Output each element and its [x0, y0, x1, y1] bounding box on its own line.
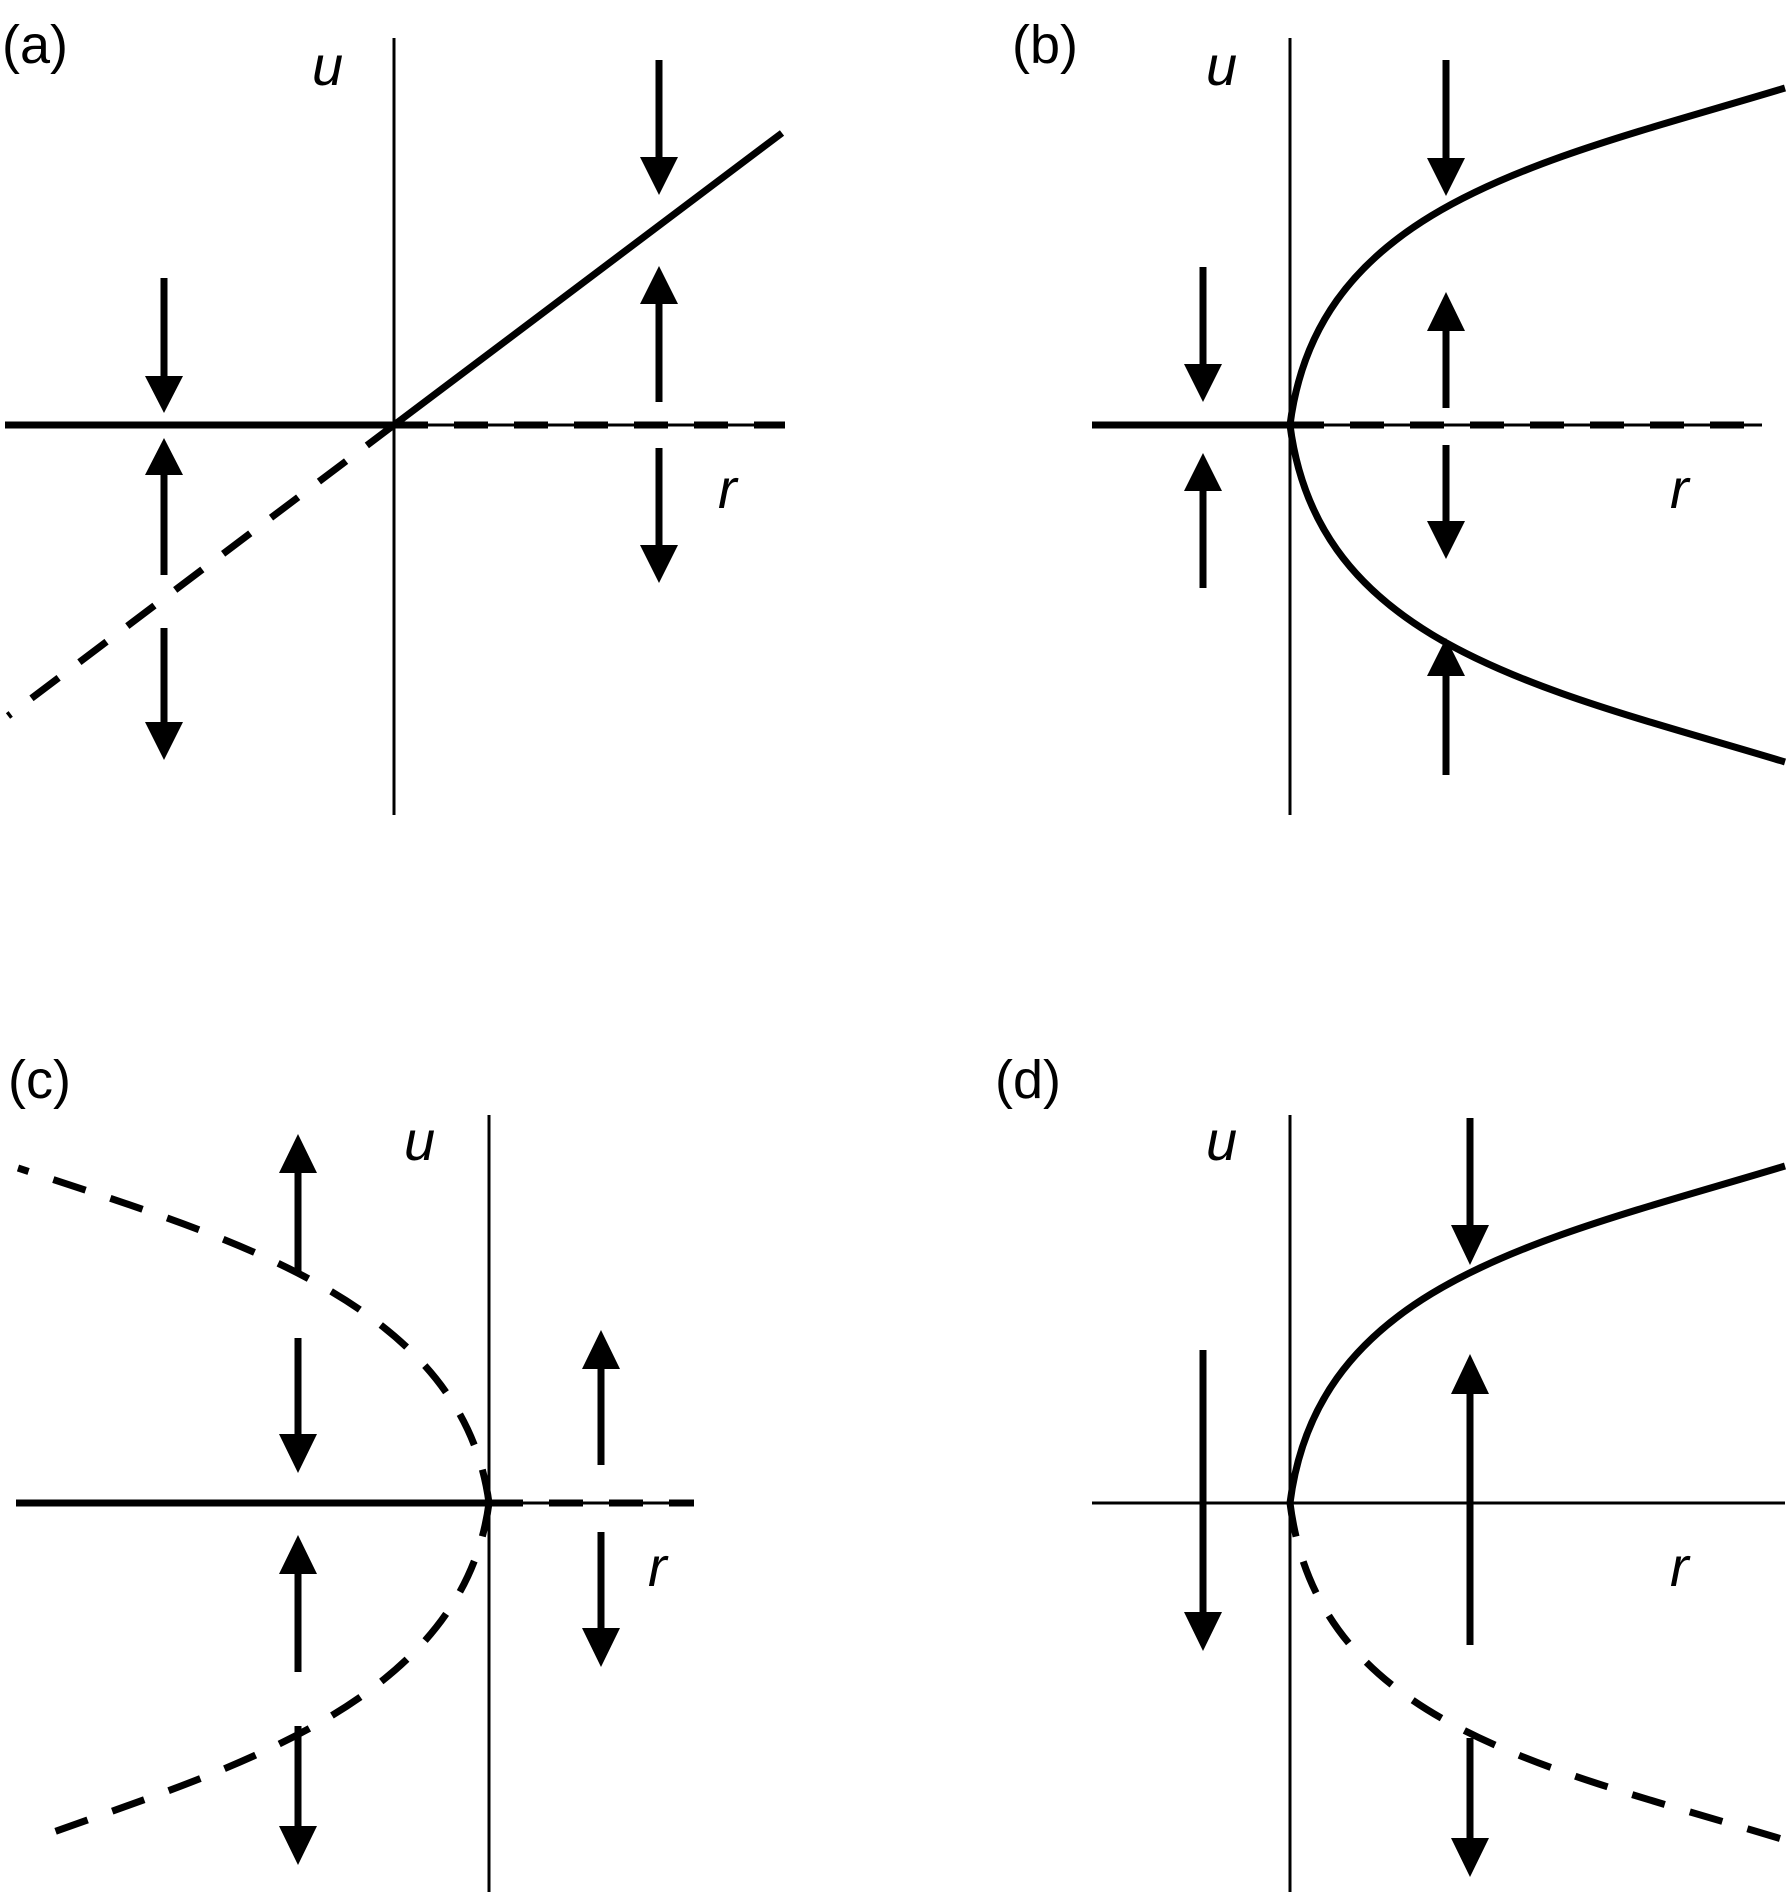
panel-a-stable-sloped-branch [391, 130, 785, 428]
panel-a-r-axis-label: r [718, 457, 739, 520]
panel-d-u-axis-label: u [1206, 1109, 1237, 1172]
panel-a: (a) u r [2, 15, 785, 815]
panel-d-r-axis-label: r [1670, 1535, 1691, 1598]
panel-d-unstable-lower-branch [1286, 1502, 1787, 1844]
panel-a-u-axis-label: u [312, 34, 343, 97]
panel-b-r-axis-label: r [1670, 457, 1691, 520]
panel-a-flow-arrows [145, 60, 678, 760]
panel-d-label: (d) [995, 1050, 1061, 1110]
panel-d: (d) u r [995, 1050, 1787, 1892]
panel-c-unstable-lower-branch [38, 1502, 493, 1841]
panel-d-stable-upper-branch [1286, 1162, 1787, 1504]
panel-d-flow-arrows [1184, 1118, 1489, 1877]
panel-b-u-axis-label: u [1206, 34, 1237, 97]
panel-b-flow-arrows [1184, 60, 1465, 775]
panel-a-unstable-sloped-branch [5, 422, 397, 719]
panel-c-flow-arrows [279, 1134, 620, 1865]
panel-a-label: (a) [2, 15, 68, 75]
panel-c: (c) u r [8, 1050, 694, 1892]
panel-c-r-axis-label: r [648, 1535, 669, 1598]
panel-b-label: (b) [1012, 15, 1078, 75]
panel-b: (b) u r [1012, 15, 1787, 815]
panel-c-label: (c) [8, 1050, 71, 1110]
panel-b-stable-upper-branch [1286, 84, 1787, 426]
panel-b-stable-lower-branch [1286, 424, 1787, 766]
panel-c-u-axis-label: u [404, 1109, 435, 1172]
panel-c-unstable-upper-branch [16, 1164, 493, 1504]
